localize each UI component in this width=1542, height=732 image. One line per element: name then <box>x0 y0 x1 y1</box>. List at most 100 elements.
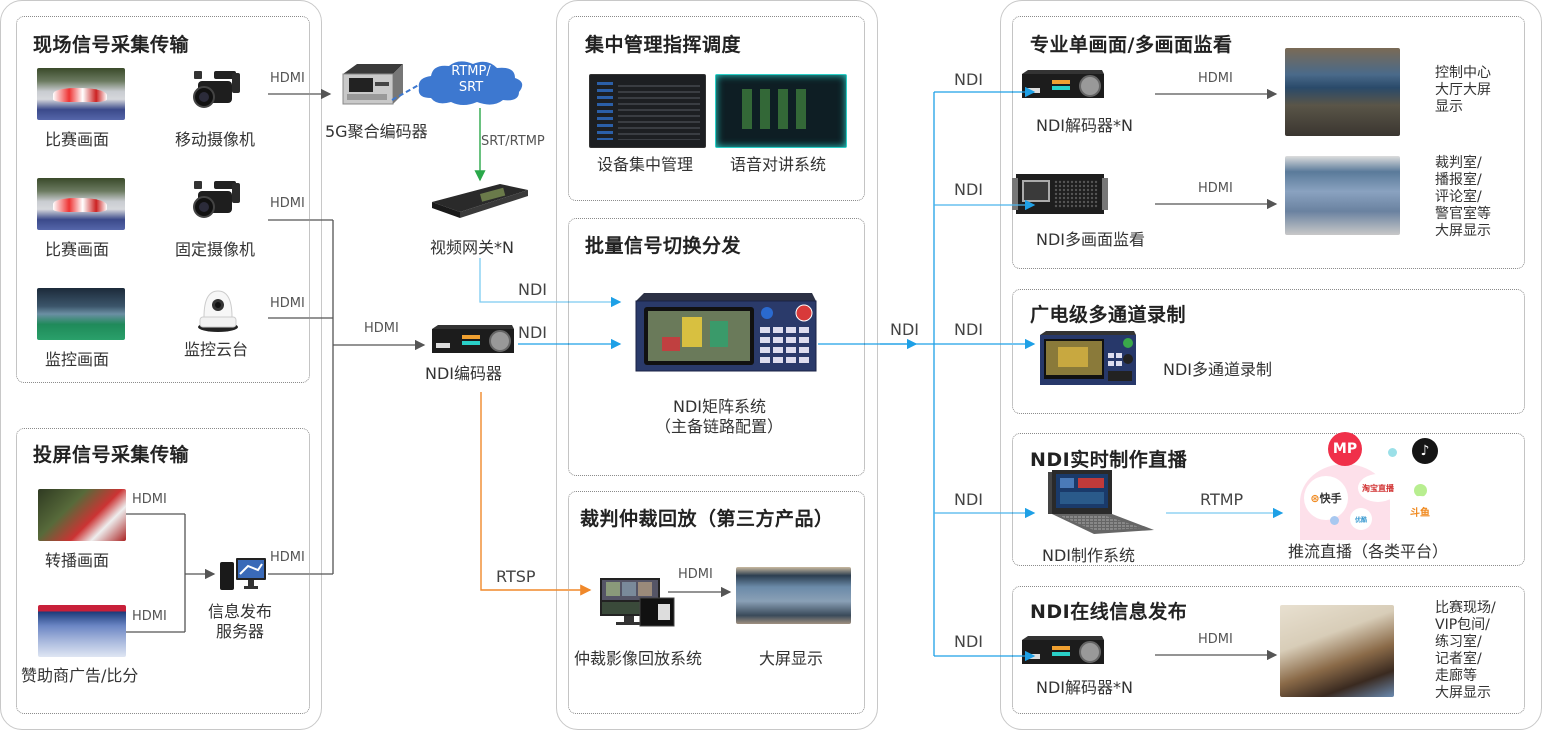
cloud-icon: RTMP/SRT <box>415 58 527 112</box>
desc-referee-rooms: 裁判室/ 播报室/ 评论室/ 警官室等 大屏显示 <box>1435 155 1491 240</box>
desc-line: 练习室/ <box>1435 634 1482 650</box>
broadcast-image <box>38 489 126 541</box>
venue-hall-image <box>1280 605 1394 697</box>
label-replay-system: 仲裁影像回放系统 <box>574 649 703 668</box>
ptz-camera-icon <box>196 287 240 337</box>
group-title-replay: 裁判仲裁回放（第三方产品） <box>580 508 834 530</box>
dot-icon <box>1330 516 1339 525</box>
label-ndi-decoder-1: NDI解码器*N <box>1036 116 1133 135</box>
label-race-1: 比赛画面 <box>45 130 110 149</box>
label-ndi-recorder: NDI多通道录制 <box>1163 360 1273 379</box>
link-rtmp: RTMP <box>1200 490 1244 509</box>
link-hdmi-1: HDMI <box>270 71 305 86</box>
label-ndi-encoder: NDI编码器 <box>425 364 503 383</box>
group-central-management <box>568 16 865 201</box>
streaming-platforms: MP ♪ 淘宝直播 ⊛快手 斗鱼 优酷 <box>1300 432 1470 540</box>
desc-line: 显示 <box>1435 99 1463 115</box>
link-hdmi-decoder-2: HDMI <box>1198 632 1233 647</box>
label-video-gateway: 视频网关*N <box>430 238 514 257</box>
group-onsite-capture <box>16 16 310 383</box>
label-ptz: 监控云台 <box>184 340 249 359</box>
desc-line: 记者室/ <box>1435 651 1482 667</box>
desc-line: 评论室/ <box>1435 189 1482 205</box>
dot-icon <box>1388 448 1397 457</box>
group-title-management: 集中管理指挥调度 <box>585 34 742 56</box>
link-ndi-decoder-2: NDI <box>954 632 984 651</box>
link-hdmi-encoder-in: HDMI <box>364 321 399 336</box>
device-management-screenshot <box>589 74 706 148</box>
desc-line: 大厅大屏 <box>1435 82 1491 98</box>
link-hdmi-6: HDMI <box>270 550 305 565</box>
group-title-screen: 投屏信号采集传输 <box>33 444 190 466</box>
group-referee-replay <box>568 491 865 714</box>
taobao-live-logo-icon: 淘宝直播 <box>1358 474 1398 502</box>
desc-line: 播报室/ <box>1435 172 1482 188</box>
label-5g-encoder: 5G聚合编码器 <box>325 122 428 141</box>
link-hdmi-4: HDMI <box>132 492 167 507</box>
platform-kuaishou: 快手 <box>1319 492 1342 505</box>
group-title-switching: 批量信号切换分发 <box>585 235 742 257</box>
link-hdmi-replay: HDMI <box>678 567 713 582</box>
group-live-production <box>1012 433 1525 566</box>
desc-line: 控制中心 <box>1435 65 1491 81</box>
link-hdmi-multiview: HDMI <box>1198 181 1233 196</box>
group-recording <box>1012 289 1525 414</box>
douyin-logo-icon: ♪ <box>1412 438 1438 464</box>
link-srt-rtmp: SRT/RTMP <box>481 134 545 149</box>
camcorder-icon <box>188 65 244 119</box>
link-hdmi-5: HDMI <box>132 609 167 624</box>
group-title-onsite: 现场信号采集传输 <box>33 34 190 56</box>
desc-line: 大屏显示 <box>1435 685 1491 701</box>
cloud-line-1: RTMP/ <box>451 64 491 79</box>
youku-logo-icon: 优酷 <box>1350 508 1372 530</box>
label-info-server-2: 服务器 <box>216 622 265 641</box>
group-signal-switching <box>568 218 865 476</box>
label-broadcast: 转播画面 <box>45 551 110 570</box>
label-ndi-multiview: NDI多画面监看 <box>1036 230 1146 249</box>
server-workstation-icon <box>218 556 268 596</box>
race-image-2 <box>37 178 125 230</box>
desc-venues: 比赛现场/ VIP包间/ 练习室/ 记者室/ 走廊等 大屏显示 <box>1435 600 1496 702</box>
label-scoreboard: 赞助商广告/比分 <box>21 666 139 685</box>
group-title-live-production: NDI实时制作直播 <box>1030 449 1188 471</box>
replay-system-icon <box>598 576 676 632</box>
label-ndi-matrix-1: NDI矩阵系统 <box>673 397 767 416</box>
label-ndi-matrix-2: （主备链路配置） <box>655 417 784 436</box>
ndi-encoder-icon <box>428 323 518 361</box>
link-hdmi-3: HDMI <box>270 296 305 311</box>
desc-line: 警官室等 <box>1435 206 1491 222</box>
group-screen-capture <box>16 428 310 714</box>
desc-line: 大屏显示 <box>1435 223 1491 239</box>
platform-youku: 优酷 <box>1354 516 1367 524</box>
link-rtsp: RTSP <box>496 567 536 586</box>
large-screen-image <box>736 567 851 624</box>
referee-room-image <box>1285 156 1400 235</box>
link-ndi-production: NDI <box>954 490 984 509</box>
ndi-decoder-icon <box>1018 68 1108 106</box>
intercom-screenshot <box>715 74 847 148</box>
platform-douyu: 斗鱼 <box>1410 507 1430 519</box>
desc-line: VIP包间/ <box>1435 617 1490 633</box>
group-title-monitoring: 专业单画面/多画面监看 <box>1030 34 1233 56</box>
kuaishou-logo-icon: ⊛快手 <box>1304 476 1348 520</box>
cloud-protocol-label: RTMP/SRT <box>431 64 511 96</box>
ndi-multiviewer-icon <box>1010 172 1110 220</box>
label-large-screen: 大屏显示 <box>759 649 824 668</box>
ndi-decoder-icon <box>1018 634 1108 672</box>
ndi-recorder-icon <box>1038 331 1138 391</box>
control-center-image <box>1285 48 1400 136</box>
label-surveillance: 监控画面 <box>45 350 110 369</box>
group-title-recording: 广电级多通道录制 <box>1030 304 1187 326</box>
desc-line: 比赛现场/ <box>1435 600 1496 616</box>
label-device-management: 设备集中管理 <box>597 155 694 174</box>
scoreboard-image <box>38 605 126 657</box>
link-ndi-multiview: NDI <box>954 180 984 199</box>
label-intercom: 语音对讲系统 <box>730 155 827 174</box>
5g-encoder-icon <box>337 60 409 112</box>
douyu-logo-icon: 斗鱼 <box>1402 496 1438 526</box>
link-ndi-encoder-out: NDI <box>518 323 548 342</box>
label-ndi-production: NDI制作系统 <box>1042 546 1136 565</box>
video-gateway-icon <box>430 180 530 224</box>
link-ndi-matrix-out: NDI <box>890 320 920 339</box>
ndi-matrix-device-icon <box>632 291 818 377</box>
